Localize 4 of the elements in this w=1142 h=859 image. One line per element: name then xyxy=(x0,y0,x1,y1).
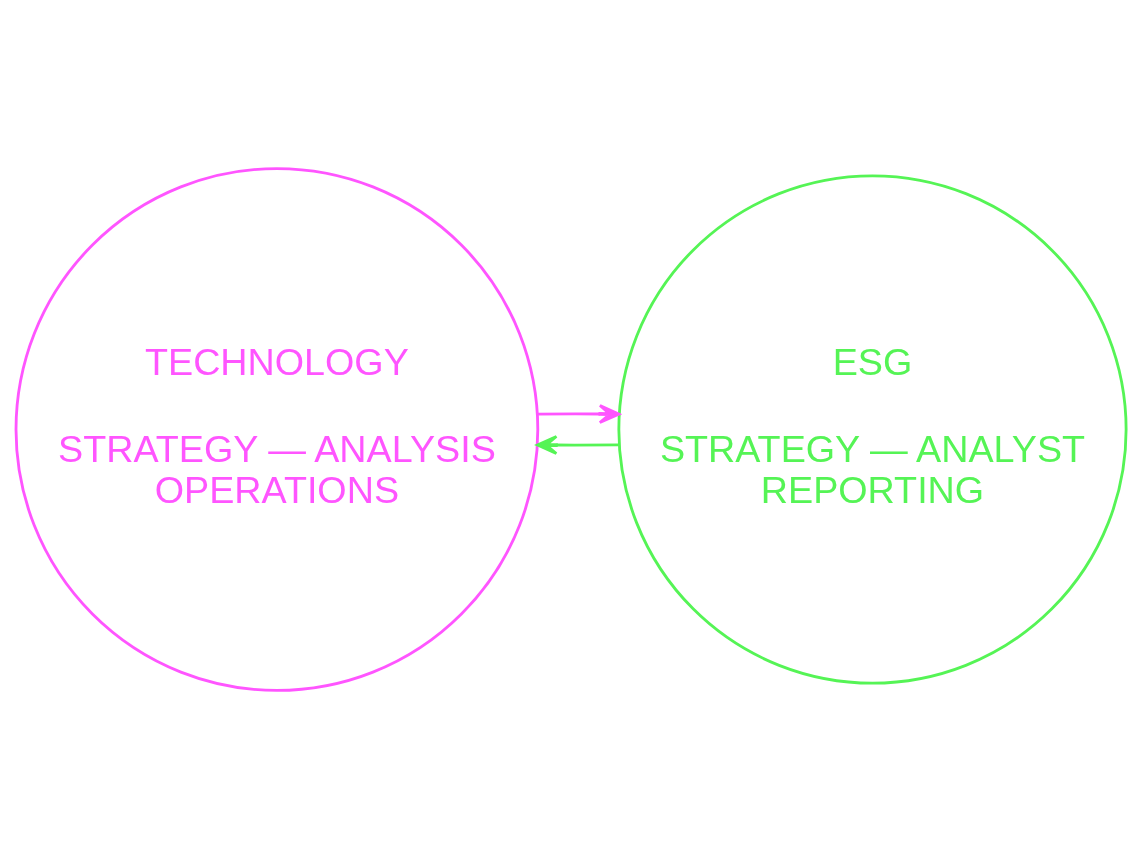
node-circle: ESG STRATEGY — ANALYST REPORTING xyxy=(617,174,1128,685)
arrow xyxy=(536,435,619,455)
node-circle: TECHNOLOGY STRATEGY — ANALYSIS OPERATIONS xyxy=(14,167,540,692)
arrow xyxy=(537,404,621,424)
